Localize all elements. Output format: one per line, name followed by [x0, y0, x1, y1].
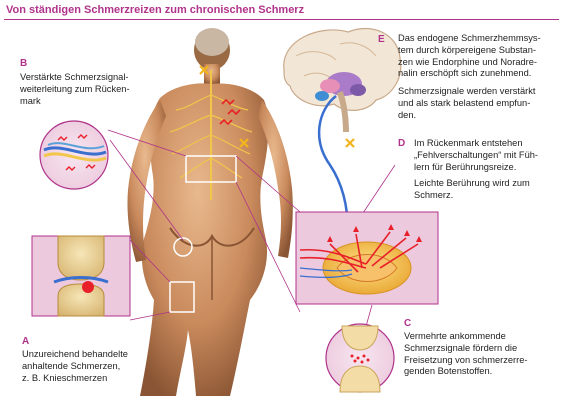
label-a-letter: A [22, 336, 29, 347]
label-e-text-2: Schmerzsignale werden verstärkt und als … [398, 86, 535, 121]
label-d-text-1: Im Rückenmark entstehen „Fehlverschaltun… [414, 138, 538, 173]
label-b-text: Verstärkte Schmerzsignal- weiterleitung … [20, 72, 130, 107]
label-c-letter: C [404, 318, 411, 329]
label-a-text: Unzureichend behandelte anhaltende Schme… [22, 349, 128, 384]
label-e-text-1: Das endogene Schmerzhemmsys- tem durch k… [398, 33, 541, 80]
label-d-text-2: Leichte Berührung wird zum Schmerz. [414, 178, 530, 202]
label-c-text: Vermehrte ankommende Schmerzsignale förd… [404, 331, 527, 378]
label-e-letter: E [378, 34, 385, 45]
synapse-detail [326, 324, 394, 392]
spinal-cord-detail [296, 212, 438, 304]
knee-joint-detail [32, 236, 130, 316]
label-d-letter: D [398, 138, 405, 149]
nerve-fiber-detail [40, 121, 108, 189]
label-b-letter: B [20, 58, 27, 69]
